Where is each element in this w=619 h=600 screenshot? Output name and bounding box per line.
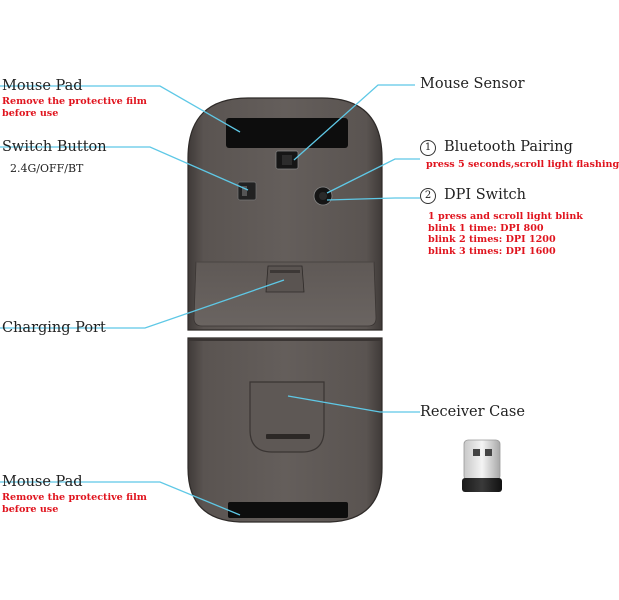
label-switch-modes: 2.4G/OFF/BT	[10, 162, 84, 175]
label-receiver-case: Receiver Case	[420, 404, 525, 420]
label-mouse-pad-bottom: Mouse Pad	[2, 474, 83, 490]
label-bluetooth-pairing: 1 Bluetooth Pairing	[420, 139, 573, 156]
dpi-switch-title: DPI Switch	[444, 187, 526, 203]
number-badge: 2	[420, 188, 436, 204]
leader-mouse-sensor	[293, 84, 415, 161]
bluetooth-pairing-title: Bluetooth Pairing	[444, 139, 573, 155]
label-mouse-sensor: Mouse Sensor	[420, 76, 525, 92]
note-line: Remove the protective film	[2, 492, 147, 503]
note-mouse-pad-bottom: Remove the protective film before use	[2, 492, 147, 515]
note-line: before use	[2, 503, 59, 515]
dpi-note-line: blink 2 times: DPI 1200	[428, 234, 556, 245]
leader-mouse-pad-bottom	[0, 481, 241, 516]
mouse-diagram	[0, 84, 502, 523]
note-line: before use	[2, 107, 59, 119]
leader-bluetooth-pairing	[326, 158, 420, 194]
dpi-note-line: blink 3 times: DPI 1600	[428, 245, 556, 257]
leader-dpi-switch	[326, 197, 420, 201]
note-line: Remove the protective film	[2, 96, 147, 107]
leader-lines	[0, 84, 420, 516]
label-switch-button: Switch Button	[2, 139, 107, 155]
usb-receiver-icon	[462, 439, 502, 492]
label-dpi-switch: 2 DPI Switch	[420, 187, 526, 204]
leader-receiver-case	[287, 395, 420, 413]
mouse-pad-bottom	[228, 502, 348, 518]
note-bluetooth-pairing: press 5 seconds,scroll light flashing	[426, 159, 619, 170]
dpi-note-line: blink 1 time: DPI 800	[428, 222, 544, 234]
charging-port	[265, 265, 305, 293]
mouse-pad-top	[226, 118, 348, 148]
label-charging-port: Charging Port	[2, 320, 106, 336]
dpi-note-line: 1 press and scroll light blink	[428, 211, 583, 222]
note-dpi-switch: 1 press and scroll light blink blink 1 t…	[428, 211, 583, 257]
leader-charging-port	[0, 279, 285, 329]
number-badge: 1	[420, 140, 436, 156]
receiver-case-lid	[249, 381, 325, 453]
note-mouse-pad-top: Remove the protective film before use	[2, 96, 147, 119]
leader-switch-button	[0, 146, 249, 191]
label-mouse-pad-top: Mouse Pad	[2, 78, 83, 94]
mouse-top-half	[187, 97, 383, 331]
leader-mouse-pad-top	[0, 85, 241, 133]
